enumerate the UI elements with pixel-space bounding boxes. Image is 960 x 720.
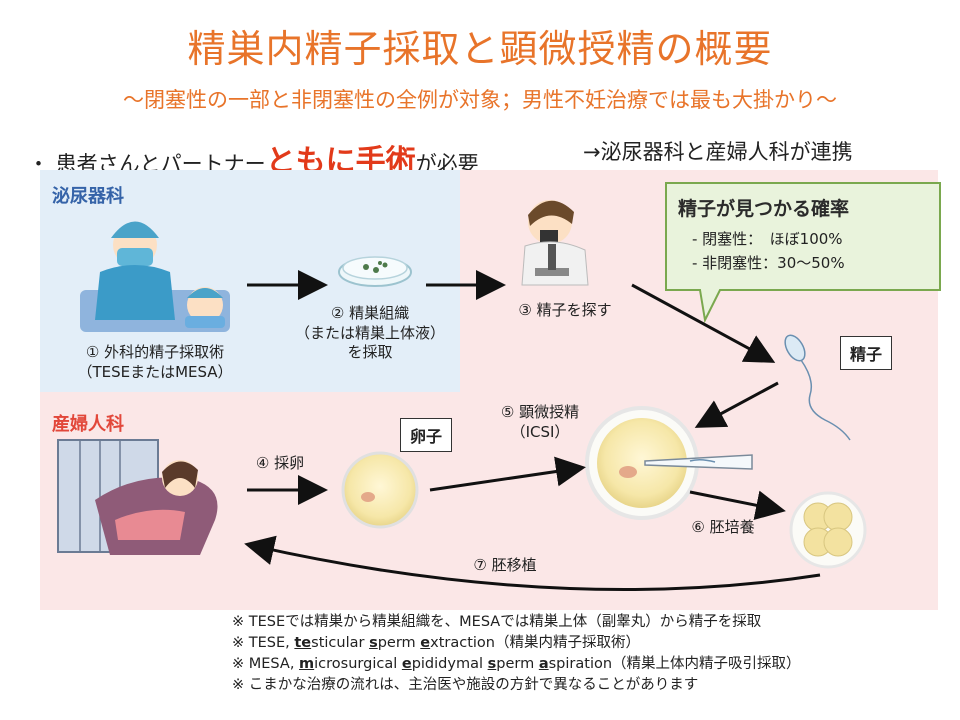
footnote-1: ※ TESEでは精巣から精巣組織を、MESAでは精巣上体（副睾丸）から精子を採取 <box>232 614 762 630</box>
page-title: 精巣内精子採取と顕微授精の概要 <box>187 27 773 71</box>
step-2-line-1: ② 精巣組織 <box>330 304 410 322</box>
step-5-line-2: （ICSI） <box>510 422 570 441</box>
footnote-4: ※ こまかな治療の流れは、主治医や施設の方針で異なることがあります <box>232 677 699 693</box>
obgyn-label: 産婦人科 <box>52 414 124 435</box>
footnote-3-prefix: ※ MESA, <box>232 656 300 672</box>
step-6-label: ⑥ 胚培養 <box>691 518 755 536</box>
step-7-label: ⑦ 胚移植 <box>473 556 537 574</box>
sperm-label: 精子 <box>840 336 893 370</box>
arrow-3-to-sperm <box>631 283 776 363</box>
step-5-label: ⑤ 顕微授精 （ICSI） <box>480 403 600 442</box>
arrow-egg-to-icsi <box>429 456 586 492</box>
sperm-illustration <box>784 334 851 441</box>
footnote-2-prefix: ※ TESE, <box>232 635 295 651</box>
arrow-transfer <box>244 535 821 592</box>
microscope-illustration <box>521 200 589 286</box>
callout-title: 精子が見つかる確率 <box>678 198 850 220</box>
surgeon-illustration <box>80 221 230 332</box>
step-1-label: ① 外科的精子採取術 （TESEまたはMESA） <box>60 343 250 382</box>
footnote-3-u2: e <box>401 656 412 672</box>
callout-line-1: - 閉塞性： ほぼ100% <box>692 230 843 248</box>
footnote-3-u4: a <box>538 656 549 672</box>
footnote-3: ※ MESA, microsurgical epididymal sperm a… <box>232 654 801 675</box>
footnote-3-u1: m <box>299 656 315 672</box>
footnote-3-u3: s <box>487 656 497 672</box>
step-4-label: ④ 採卵 <box>255 454 305 472</box>
bullet-right-note: →泌尿器科と産婦人科が連携 <box>583 140 853 164</box>
patient-illustration <box>57 439 218 555</box>
footnote-2-u3: e <box>420 635 431 651</box>
arrow-icsi-to-embryo <box>689 490 786 521</box>
egg-illustration <box>341 451 419 529</box>
step-5-line-1: ⑤ 顕微授精 <box>500 403 580 421</box>
footnote-2-u2: s <box>369 635 378 651</box>
arrow-sperm-to-icsi <box>694 381 779 428</box>
footnote-2: ※ TESE, testicular sperm extraction（精巣内精… <box>232 633 801 654</box>
footnote-2-u1: te <box>294 635 312 651</box>
footnote-3-t3: perm <box>496 656 539 672</box>
footnote-3-t1: icrosurgical <box>314 656 402 672</box>
step-1-line-2: （TESEまたはMESA） <box>77 362 233 381</box>
urology-label: 泌尿器科 <box>52 186 124 207</box>
footnote-3-t4: spiration（精巣上体内精子吸引採取） <box>548 656 801 672</box>
petri-dish-illustration <box>338 256 412 287</box>
embryo-illustration <box>789 491 867 569</box>
footnote-2-t3: xtraction（精巣内精子採取術） <box>430 635 640 651</box>
footnotes: ※ TESEでは精巣から精巣組織を、MESAでは精巣上体（副睾丸）から精子を採取… <box>232 612 801 696</box>
step-3-label: ③ 精子を探す <box>518 301 612 319</box>
step-1-line-1: ① 外科的精子採取術 <box>85 343 225 361</box>
step-2-line-2: （または精巣上体液） <box>294 323 445 342</box>
egg-label: 卵子 <box>400 418 453 452</box>
step-2-line-3: を採取 <box>347 343 393 361</box>
footnote-2-t1: sticular <box>311 635 370 651</box>
page-subtitle: ～閉塞性の一部と非閉塞性の全例が対象；男性不妊治療では最も大掛かり～ <box>123 88 837 112</box>
callout-line-2: - 非閉塞性：30～50% <box>692 254 845 272</box>
footnote-2-t2: perm <box>377 635 421 651</box>
callout-bubble <box>665 182 941 324</box>
icsi-illustration <box>585 406 753 520</box>
step-2-label: ② 精巣組織 （または精巣上体液） を採取 <box>260 304 480 363</box>
footnote-3-t2: pididymal <box>411 656 488 672</box>
